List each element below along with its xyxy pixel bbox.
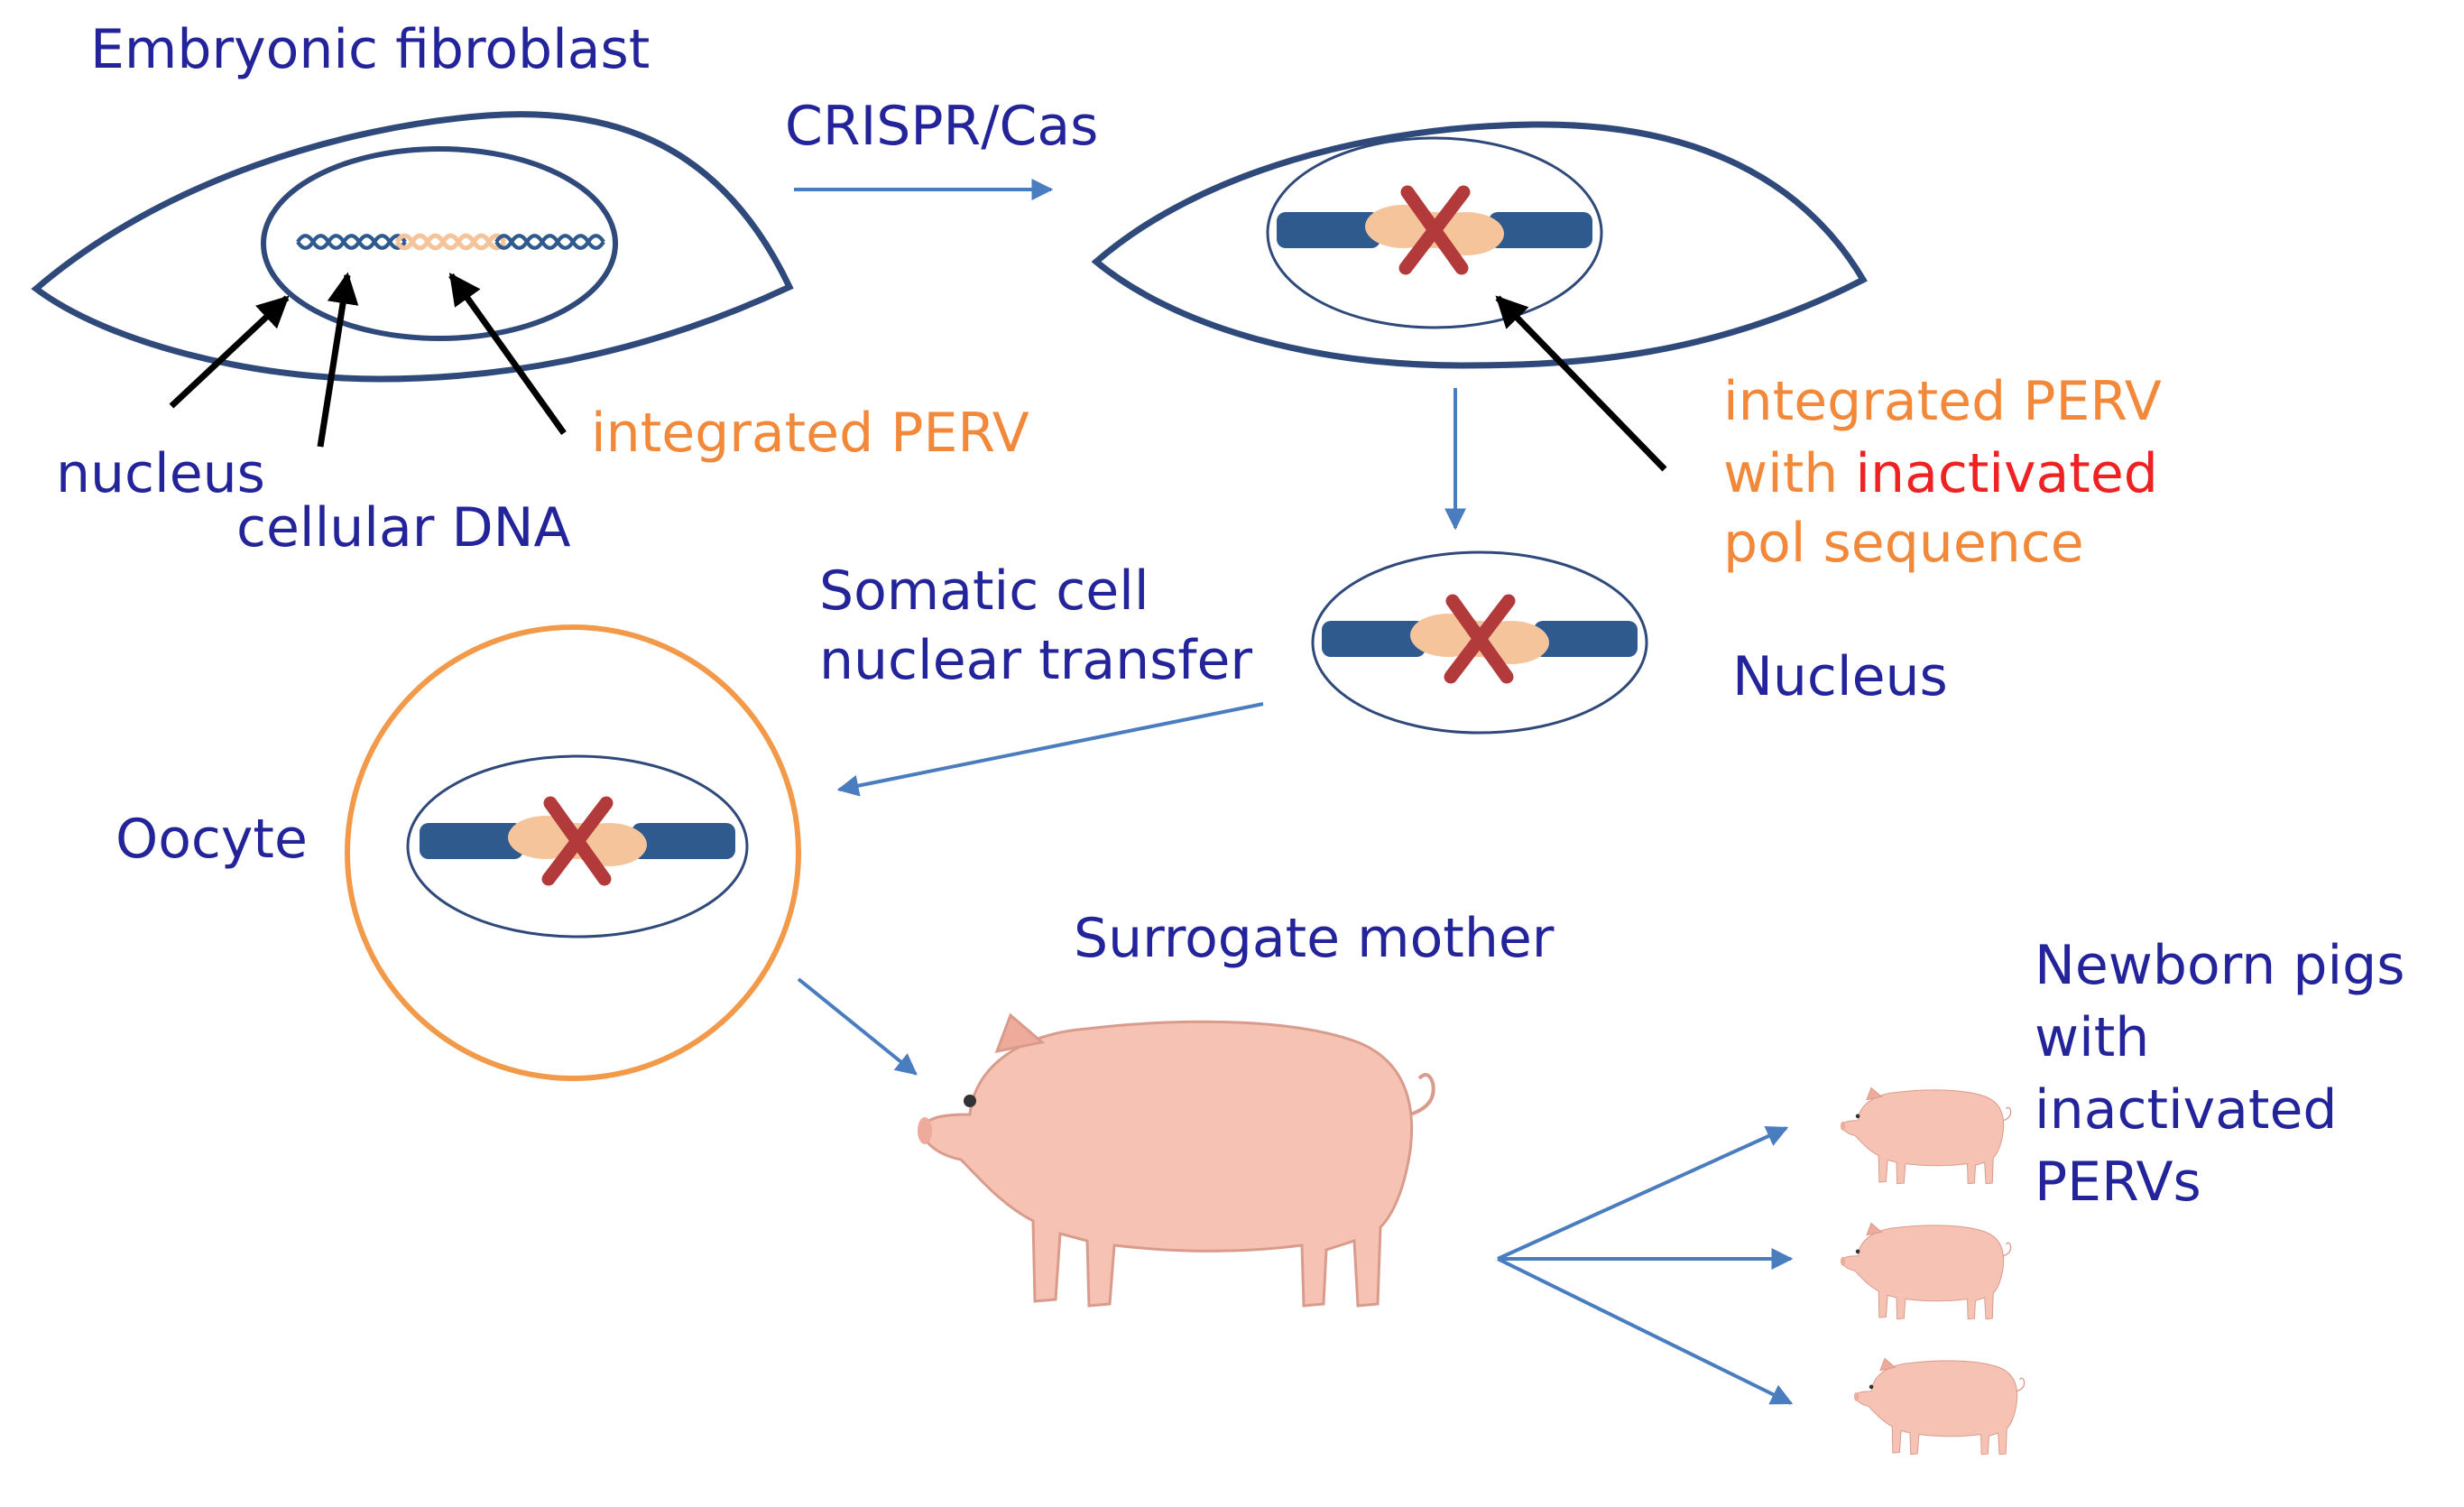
pol-sequence-label: pol sequence xyxy=(1723,512,2084,575)
fibroblast-nucleus xyxy=(261,146,618,341)
cellular-dna-label: cellular DNA xyxy=(236,496,571,559)
surrogate-mother-pig xyxy=(916,1013,1435,1308)
newborn-piglet-1 xyxy=(1840,1086,2012,1185)
cellular-dna-helix-left xyxy=(298,236,405,248)
nuclear-transfer-arrow xyxy=(836,702,1264,797)
nucleus-pointer-arrow xyxy=(169,295,290,409)
edited-fibroblast-cell xyxy=(1091,121,1868,472)
somatic-transfer-line1: Somatic cell xyxy=(819,559,1149,623)
cellular-dna-pointer-arrow xyxy=(317,272,359,448)
inactivated-perv-pointer-arrow xyxy=(1495,295,1667,472)
crispr-cas-label: CRISPR/Cas xyxy=(785,95,1098,158)
integrated-perv-inactivated-line1: integrated PERV xyxy=(1723,370,2162,433)
edited-nucleus xyxy=(1266,136,1603,329)
inactivated-word: inactivated xyxy=(1855,442,2157,505)
embryonic-fibroblast-label: Embryonic fibroblast xyxy=(90,18,650,81)
cellular-dna-helix-right xyxy=(496,236,604,248)
newborn-piglet-3 xyxy=(1853,1357,2026,1456)
piglet-arrows xyxy=(1497,1125,1794,1405)
nucleus-small-label: nucleus xyxy=(56,442,265,505)
somatic-transfer-line2: nuclear transfer xyxy=(819,629,1252,692)
newborn-pigs-line2: with xyxy=(2035,1006,2149,1069)
integrated-perv-inactivated-line2: with inactivated xyxy=(1723,442,2158,505)
arrow-to-piglet-3 xyxy=(1497,1257,1794,1405)
oocyte-cell xyxy=(345,624,801,1081)
isolated-nucleus xyxy=(1311,550,1648,735)
nucleus-label: Nucleus xyxy=(1732,645,1948,708)
perv-pointer-arrow xyxy=(448,273,567,436)
oocyte-to-surrogate-arrow xyxy=(797,977,918,1076)
dna-inactivated-perv-1 xyxy=(1277,192,1592,268)
integrated-perv-label: integrated PERV xyxy=(591,402,1029,465)
arrow-to-piglet-1 xyxy=(1497,1125,1789,1261)
perv-helix xyxy=(397,236,504,248)
newborn-pigs-line1: Newborn pigs xyxy=(2035,934,2404,997)
newborn-piglet-2 xyxy=(1840,1222,2012,1320)
dna-inactivated-perv-2 xyxy=(1322,601,1638,677)
newborn-pigs-line3: inactivated xyxy=(2035,1078,2337,1142)
newborn-pigs-line4: PERVs xyxy=(2035,1151,2201,1214)
fibroblast-cell xyxy=(31,111,794,448)
oocyte-nucleus xyxy=(406,754,749,938)
with-word: with xyxy=(1723,442,1855,505)
surrogate-mother-label: Surrogate mother xyxy=(1074,907,1555,970)
dna-inactivated-perv-3 xyxy=(420,803,735,879)
oocyte-label: Oocyte xyxy=(115,808,308,871)
